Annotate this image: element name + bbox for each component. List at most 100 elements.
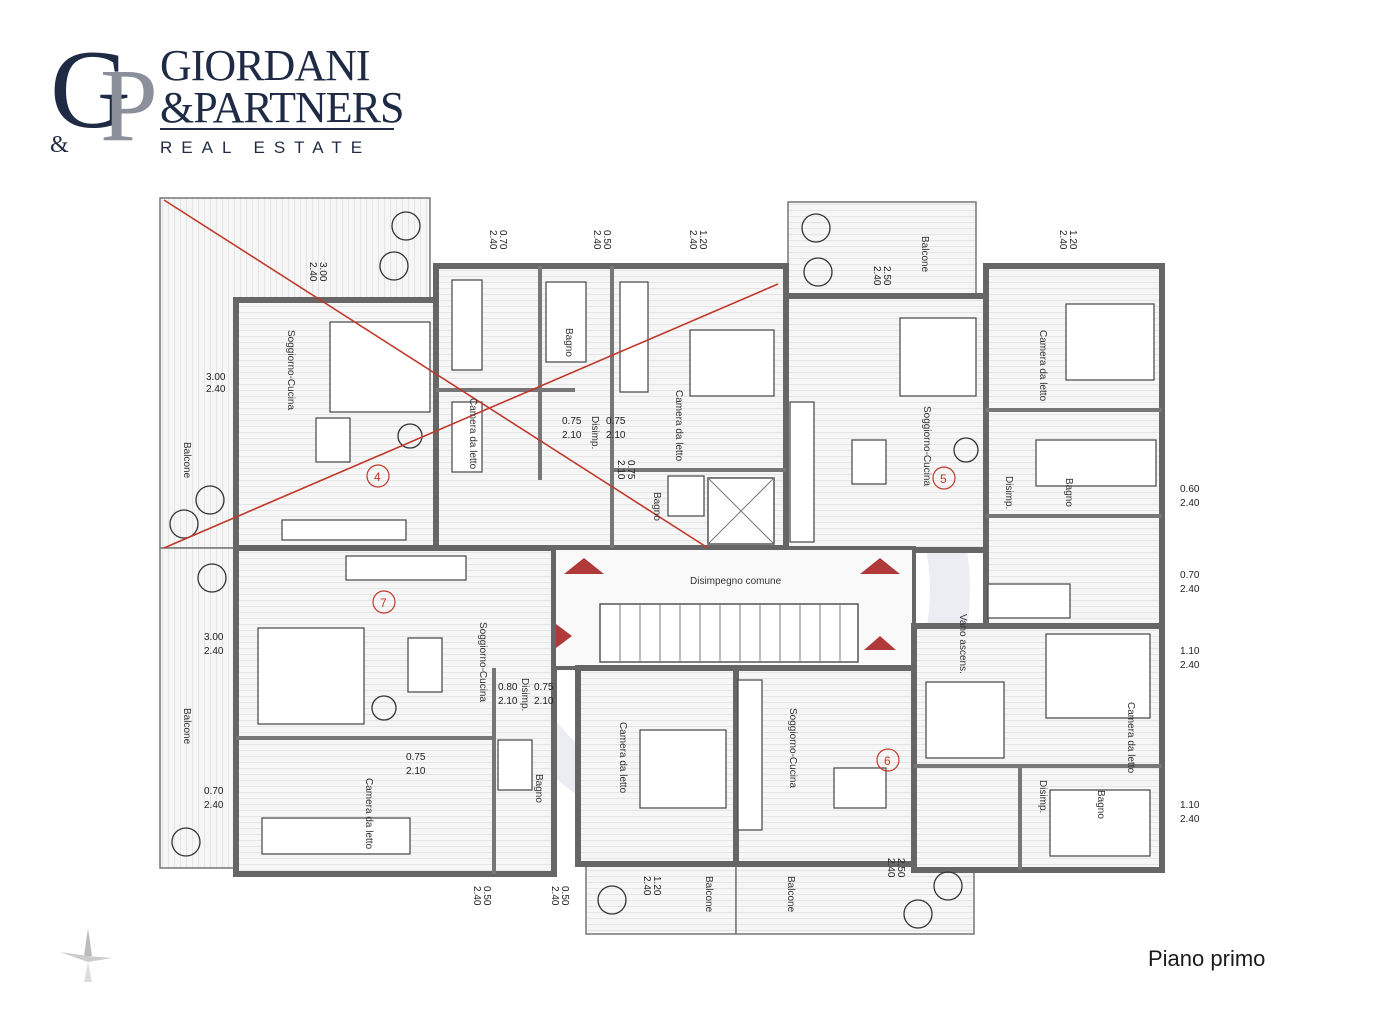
room-label-balcone-sw: Balcone (181, 708, 192, 745)
room-label-bagno-6: Bagno (1095, 790, 1106, 819)
dim-13-top: 0.70 (204, 786, 224, 797)
monogram: G P & (48, 34, 158, 163)
dim-15-top: 0.50 (559, 886, 570, 906)
dim-7-bot: 2.40 (1057, 230, 1068, 250)
brand-divider (160, 128, 394, 130)
dim-8-bot: 2.40 (1180, 498, 1200, 509)
dim-1-bot: 2.40 (487, 230, 498, 250)
unit-4-marker (366, 464, 390, 488)
dim-6-bot: 2.40 (871, 266, 882, 286)
room-label-disimpegno-comune: Disimpegno comune (690, 576, 782, 587)
entrance-arrows (556, 558, 900, 650)
room-label-soggiorno-5: Soggiorno-Cucina (921, 406, 932, 486)
elevator (707, 477, 775, 545)
room-label-soggiorno-7: Soggiorno-Cucina (477, 622, 488, 702)
dim-21-bot: 2.10 (498, 696, 518, 707)
room-label-soggiorno-4: Soggiorno-Cucina (285, 330, 296, 410)
room-label-disimp-5: Disimp. (1003, 476, 1014, 509)
balcony-s2 (735, 861, 975, 935)
dim-23-bot: 2.10 (406, 766, 426, 777)
dim-15-bot: 2.40 (549, 886, 560, 906)
room-label-disimp-7: Disimp. (519, 678, 530, 711)
room-label-camera-7b: Camera da letto (363, 778, 374, 850)
monogram-p: P (100, 48, 158, 163)
room-label-bagno-4b: Bagno (651, 492, 662, 521)
dim-4-top: 3.00 (317, 262, 328, 282)
furniture (257, 279, 1157, 857)
dim-11-bot: 2.40 (1180, 814, 1200, 825)
brand-name-line2: &PARTNERS (160, 83, 404, 132)
dim-20-bot: 2.10 (615, 460, 626, 480)
room-label-bagno-7: Bagno (533, 774, 544, 803)
dim-14-top: 0.50 (481, 886, 492, 906)
room-label-disimp-6: Disimp. (1037, 780, 1048, 813)
floor-caption: Piano primo (1148, 946, 1266, 971)
room-label-bagno-5: Bagno (1063, 478, 1074, 507)
dim-19-top: 0.75 (606, 416, 626, 427)
crossed-out-unit (163, 199, 779, 549)
room-label-balcone-s1: Balcone (703, 876, 714, 913)
room-label-camera-7: Camera da letto (617, 722, 628, 794)
unit-6-marker (876, 748, 900, 772)
balcony-s1 (585, 861, 737, 935)
unit-5-label: 5 (940, 472, 947, 486)
monogram-g: G (50, 28, 131, 152)
dim-1-top: 0.70 (497, 230, 508, 250)
room-label-balcone-ne: Balcone (919, 236, 930, 273)
dim-7-top: 1.20 (1067, 230, 1078, 250)
unit-7-label: 7 (380, 596, 387, 610)
dim-22-bot: 2.10 (534, 696, 554, 707)
dim-10-top: 1.10 (1180, 646, 1200, 657)
dim-17-top: 2.50 (895, 858, 906, 878)
dim-12-bot: 2.40 (204, 646, 224, 657)
dim-17-bot: 2.40 (885, 858, 896, 878)
plant-icons (169, 211, 979, 929)
monogram-ampersand: & (50, 132, 69, 158)
room-label-disimp-4: Disimp. (589, 416, 600, 449)
brand-name-line1: GIORDANI (160, 41, 371, 90)
dim-10-bot: 2.40 (1180, 660, 1200, 671)
dim-12-top: 3.00 (204, 632, 224, 643)
dim-3-top: 1.20 (697, 230, 708, 250)
room-label-camera-4: Camera da letto (467, 398, 478, 470)
dim-18-bot: 2.10 (562, 430, 582, 441)
room-label-bagno-4: Bagno (563, 328, 574, 357)
dim-14-bot: 2.40 (471, 886, 482, 906)
north-arrow-icon (60, 928, 112, 982)
room-label-camera-6: Camera da letto (1125, 702, 1136, 774)
staircase (599, 603, 859, 663)
dim-22-top: 0.75 (534, 682, 554, 693)
interior-walls (236, 266, 1162, 874)
room-label-balcone-west: Balcone (181, 442, 192, 479)
dim-16-bot: 2.40 (641, 876, 652, 896)
dim-5-bot: 2.40 (206, 384, 226, 395)
dim-9-top: 0.70 (1180, 570, 1200, 581)
dim-23-top: 0.75 (406, 752, 426, 763)
balcony-sw (159, 547, 239, 869)
dim-11-top: 1.10 (1180, 800, 1200, 811)
dim-19-bot: 2.10 (606, 430, 626, 441)
dim-16-top: 1.20 (651, 876, 662, 896)
dim-2-top: 0.50 (601, 230, 612, 250)
room-label-camera-4b: Camera da letto (673, 390, 684, 462)
dim-3-bot: 2.40 (687, 230, 698, 250)
dim-13-bot: 2.40 (204, 800, 224, 811)
unit-6-label: 6 (884, 754, 891, 768)
dim-4-bot: 2.40 (307, 262, 318, 282)
dim-21-top: 0.80 (498, 682, 518, 693)
dining-tables (315, 417, 887, 809)
dimension-labels: 0.70 2.40 0.50 2.40 1.20 2.40 3.00 2.40 … (204, 230, 1200, 906)
dim-20-top: 0.75 (625, 460, 636, 480)
brand-tagline: REAL ESTATE (160, 138, 372, 157)
dim-8-top: 0.60 (1180, 484, 1200, 495)
dim-18-top: 0.75 (562, 416, 582, 427)
unit-5-marker (932, 466, 956, 490)
dim-2-bot: 2.40 (591, 230, 602, 250)
dim-9-bot: 2.40 (1180, 584, 1200, 595)
room-label-balcone-s2: Balcone (785, 876, 796, 913)
brand-logo: G P & GIORDANI &PARTNERS REAL ESTATE (48, 34, 408, 163)
dim-5-top: 3.00 (206, 372, 226, 383)
dim-6-top: 2.50 (881, 266, 892, 286)
room-label-soggiorno-6: Soggiorno-Cucina (787, 708, 798, 788)
